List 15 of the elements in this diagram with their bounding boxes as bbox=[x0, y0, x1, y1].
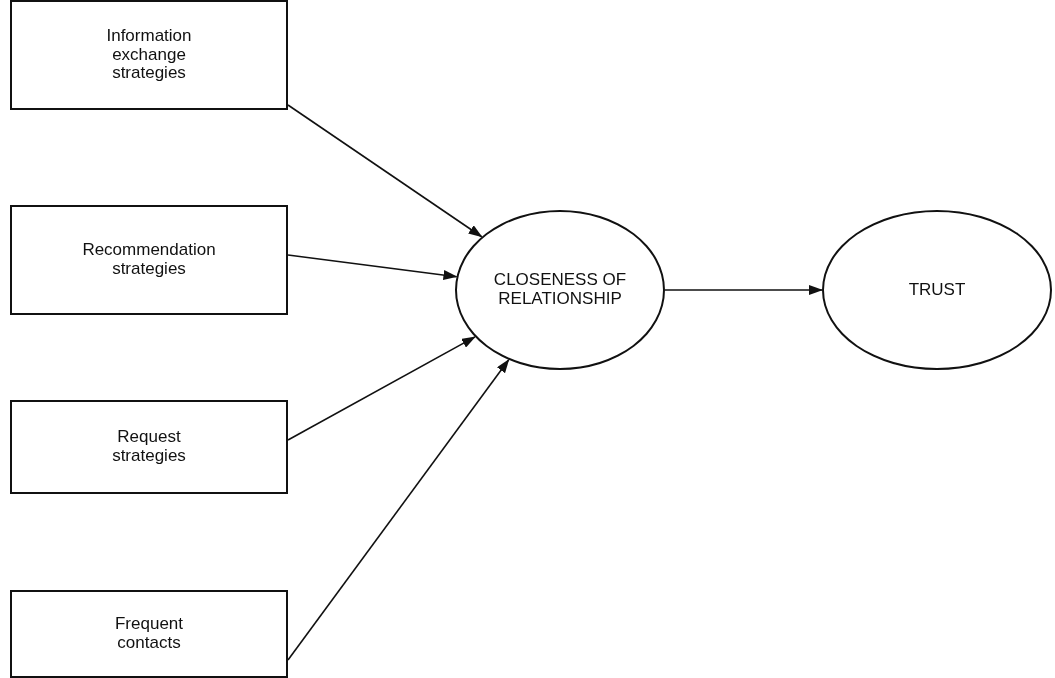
arrow bbox=[287, 254, 458, 280]
arrow bbox=[287, 359, 510, 661]
node-label: CLOSENESS OF RELATIONSHIP bbox=[492, 269, 628, 310]
arrow bbox=[287, 104, 483, 238]
node-label: TRUST bbox=[907, 278, 967, 301]
node-label: Recommendation strategies bbox=[81, 239, 217, 280]
node-label: Information exchange strategies bbox=[105, 24, 193, 85]
node-label: Request strategies bbox=[111, 426, 187, 467]
factor-box bbox=[10, 205, 288, 315]
factor-box bbox=[10, 400, 288, 494]
factor-box bbox=[10, 590, 288, 678]
node-label: Frequent contacts bbox=[113, 613, 184, 654]
arrow bbox=[664, 285, 823, 295]
factor-box bbox=[10, 0, 288, 110]
arrow bbox=[287, 336, 476, 441]
